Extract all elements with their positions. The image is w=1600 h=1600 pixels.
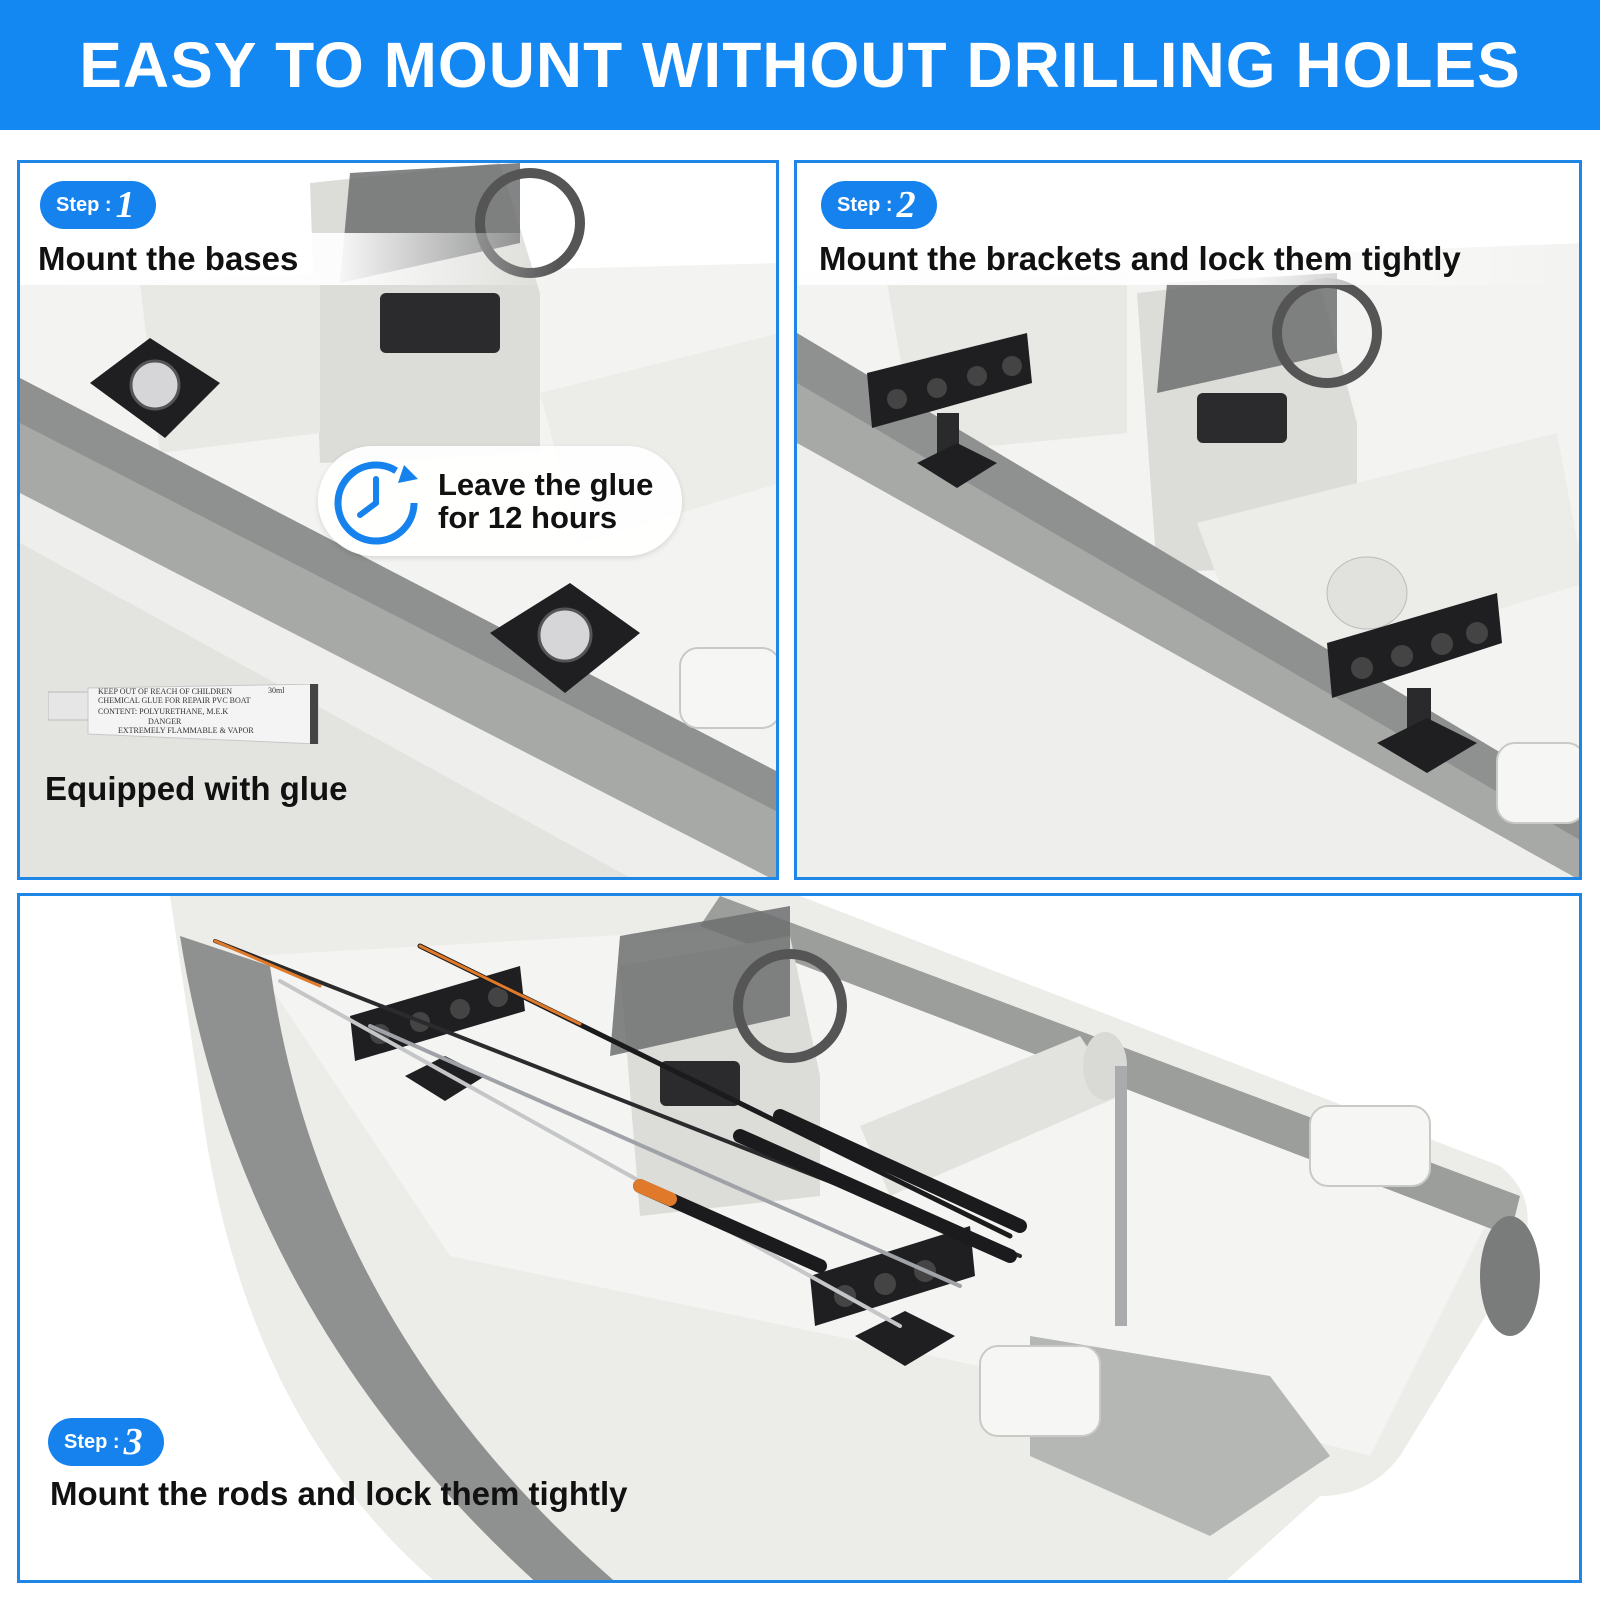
step-1-caption: Mount the bases [38,240,299,277]
tube-text-1: KEEP OUT OF REACH OF CHILDREN [98,687,232,696]
tube-volume: 30ml [268,686,285,695]
boat-illustration-step-2 [797,243,1579,877]
step-2-caption-band: Mount the brackets and lock them tightly [797,233,1559,285]
step-label: Step : [56,193,112,216]
step-3-panel: Step : 3 Mount the rods and lock them ti… [17,893,1582,1583]
step-1-badge: Step : 1 [40,181,156,229]
step-3-caption-band: Mount the rods and lock them tightly [20,1468,750,1520]
glue-caption: Equipped with glue [45,770,348,807]
step-number: 2 [896,184,916,226]
rod-bracket-2 [1327,593,1502,773]
clock-icon [334,461,418,545]
mount-base-1 [90,338,220,438]
step-number: 1 [115,184,135,226]
header-banner: EASY TO MOUNT WITHOUT DRILLING HOLES [0,0,1600,130]
step-label: Step : [837,193,893,216]
callout-line-1: Leave the glue [438,467,654,502]
step-number: 3 [123,1421,143,1463]
tube-text-2: CHEMICAL GLUE FOR REPAIR PVC BOAT [98,696,251,705]
step-2-panel: Step : 2 Mount the brackets and lock the… [794,160,1582,880]
step-3-badge: Step : 3 [48,1418,164,1466]
mount-base-2 [490,583,640,693]
tube-text-4: DANGER [148,717,182,726]
tube-text-5: EXTREMELY FLAMMABLE & VAPOR [118,726,254,735]
fishing-rods [213,939,1027,1328]
step-label: Step : [64,1430,120,1453]
tube-text-3: CONTENT: POLYURETHANE, M.E.K [98,707,228,716]
boat-illustration-step-3 [170,896,1540,1580]
step-2-badge: Step : 2 [821,181,937,229]
glue-time-callout: Leave the glue for 12 hours [318,446,682,556]
callout-line-2: for 12 hours [438,500,618,535]
glue-tube-image: KEEP OUT OF REACH OF CHILDREN CHEMICAL G… [48,684,319,744]
page-title: EASY TO MOUNT WITHOUT DRILLING HOLES [79,29,1521,101]
step-3-caption: Mount the rods and lock them tightly [50,1475,628,1512]
rod-bracket-1 [867,333,1032,488]
step-1-caption-band: Mount the bases [20,233,558,285]
step-2-caption: Mount the brackets and lock them tightly [819,240,1461,277]
